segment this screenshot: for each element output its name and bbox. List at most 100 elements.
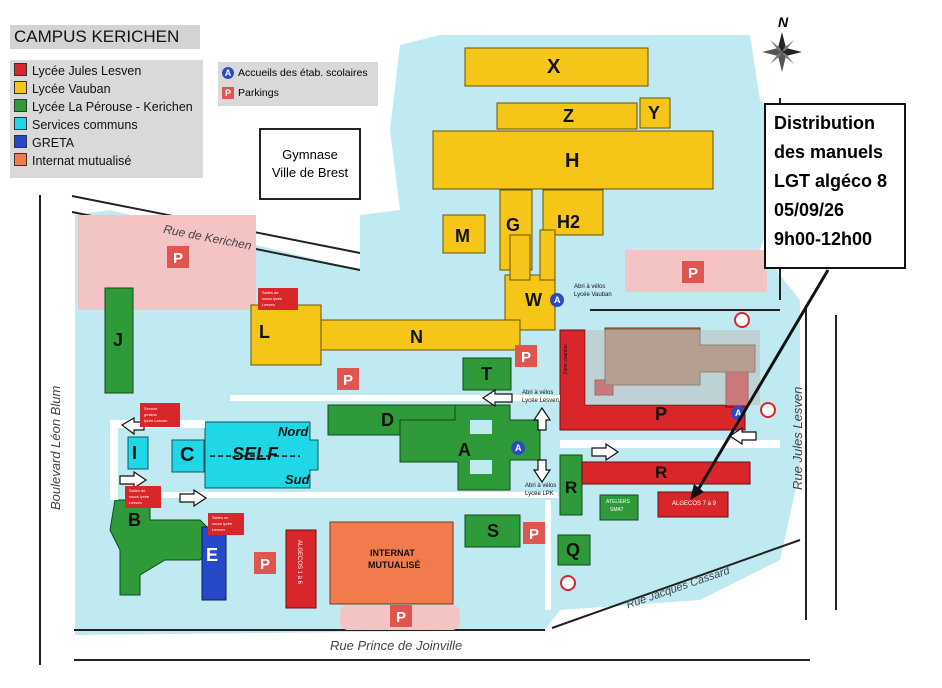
connector-gw [509, 234, 531, 281]
label-b: B [128, 510, 141, 530]
direction-arrows [119, 388, 757, 508]
label-a: A [458, 440, 471, 460]
legend-swatch [14, 117, 27, 130]
tag-salles-lesven-e [208, 513, 244, 535]
grey-block [585, 330, 760, 405]
abri-vauban-line1: Abri à vélos [574, 284, 606, 290]
notice-line1: Distribution [774, 113, 875, 133]
building-h [432, 130, 714, 190]
legend-item-vauban: Lycée Vauban [14, 81, 111, 98]
algecos-16-label: ALGECOS 1 à 6 [296, 540, 302, 585]
tag-e-line1: Salles de [212, 515, 229, 520]
svg-text:P: P [529, 526, 539, 543]
legend-parking-label: Parkings [238, 87, 279, 99]
road-leon-blum: Boulevard Léon Blum [48, 385, 63, 510]
building-z [496, 102, 638, 130]
road-jules-lesven: Rue Jules Lesven [790, 386, 805, 490]
parking-icon-2 [682, 261, 704, 283]
building-self [204, 421, 319, 489]
legend-swatch [14, 135, 27, 148]
label-self: SELF [232, 444, 279, 464]
parking-icon-4 [337, 368, 359, 390]
arrow-up [532, 406, 552, 431]
svg-text:P: P [260, 556, 270, 573]
road-prince-joinville: Rue Prince de Joinville [330, 638, 463, 653]
label-h2: H2 [557, 212, 581, 232]
legend-label: Internat mutualisé [32, 154, 132, 168]
notice-line4: 05/09/26 [774, 200, 845, 220]
tag-salles-line3: Lesven [262, 302, 275, 307]
zone-chantier-label: Zone chantier [563, 344, 569, 375]
no-entry-icons [560, 312, 776, 591]
gymnase-line2: Ville de Brest [271, 165, 349, 180]
algecos-79 [657, 491, 729, 518]
legend-accueil: A Accueils des étab. scolaires [222, 66, 368, 80]
svg-text:A: A [735, 408, 742, 418]
tag-gestion-line3: lycée Lesven [144, 418, 168, 423]
label-p: P [655, 404, 668, 424]
label-s: S [487, 521, 500, 541]
ateliers-line2: SMAT [610, 507, 624, 513]
building-c [171, 439, 205, 473]
parking-icon-3 [515, 345, 537, 367]
parking-icons [167, 246, 704, 627]
label-j: J [113, 330, 124, 350]
label-q: Q [566, 540, 581, 560]
svg-text:P: P [521, 349, 531, 366]
notice-line5: 9h00-12h00 [774, 229, 873, 249]
building-m [442, 214, 486, 254]
label-t: T [481, 364, 492, 384]
parking-icon-6 [254, 552, 276, 574]
legend-label: Lycée Vauban [32, 82, 111, 96]
arrow-t [481, 388, 513, 408]
parking-legend-icon: P [222, 87, 234, 99]
north-label: N [778, 14, 789, 30]
building-l [250, 304, 322, 366]
parking-icon-1 [167, 246, 189, 268]
legend-icons-panel: A Accueils des étab. scolaires P Parkings [218, 62, 378, 106]
notice-line3: LGT algéco 8 [774, 171, 888, 191]
abri-vauban-line2: Lycée Vauban [574, 292, 612, 298]
building-b [109, 499, 221, 596]
tag-salles-lesven [258, 288, 298, 310]
legend-swatch [14, 81, 27, 94]
building-y [639, 97, 671, 129]
accueil-legend-icon: A [222, 67, 234, 79]
legend-panel: Lycée Jules Lesven Lycée Vauban Lycée La… [10, 60, 203, 178]
legend-swatch [14, 99, 27, 112]
svg-text:A: A [554, 295, 561, 305]
notice-line2: des manuels [774, 142, 884, 162]
arrow-b [119, 470, 148, 490]
label-y: Y [648, 103, 661, 123]
tag-e-line3: Lesven [212, 527, 225, 532]
connector-h2 [539, 229, 556, 281]
tag-salles-lesven-b [125, 486, 161, 508]
abri-lpk-line2: Lycée LPK [525, 491, 554, 497]
building-n [319, 319, 521, 351]
label-e: E [206, 545, 219, 565]
label-i: I [132, 443, 138, 463]
tag-e-line2: cours lycée [212, 521, 233, 526]
label-m: M [455, 226, 470, 246]
legend-label: GRETA [32, 136, 75, 150]
internat-line2: MUTUALISÉ [368, 560, 421, 570]
label-g: G [506, 215, 521, 235]
building-x [464, 47, 649, 87]
label-l: L [259, 322, 270, 342]
tag-b-line2: cours lycée [129, 494, 150, 499]
no-entry-icon-1 [734, 312, 750, 328]
arrow-right [591, 442, 620, 462]
notice-pointer-head [690, 484, 704, 500]
parking-icon-7 [390, 605, 412, 627]
label-self-nord: Nord [278, 424, 309, 439]
svg-text:A: A [515, 443, 522, 453]
legend-item-lesven: Lycée Jules Lesven [14, 63, 141, 80]
building-q [557, 534, 591, 566]
label-d: D [381, 410, 394, 430]
legend-accueil-label: Accueils des étab. scolaires [238, 67, 368, 79]
legend-label: Lycée Jules Lesven [32, 64, 142, 78]
legend-swatch [14, 153, 27, 166]
svg-text:P: P [173, 250, 183, 267]
label-x: X [547, 56, 561, 78]
building-e [201, 526, 227, 601]
